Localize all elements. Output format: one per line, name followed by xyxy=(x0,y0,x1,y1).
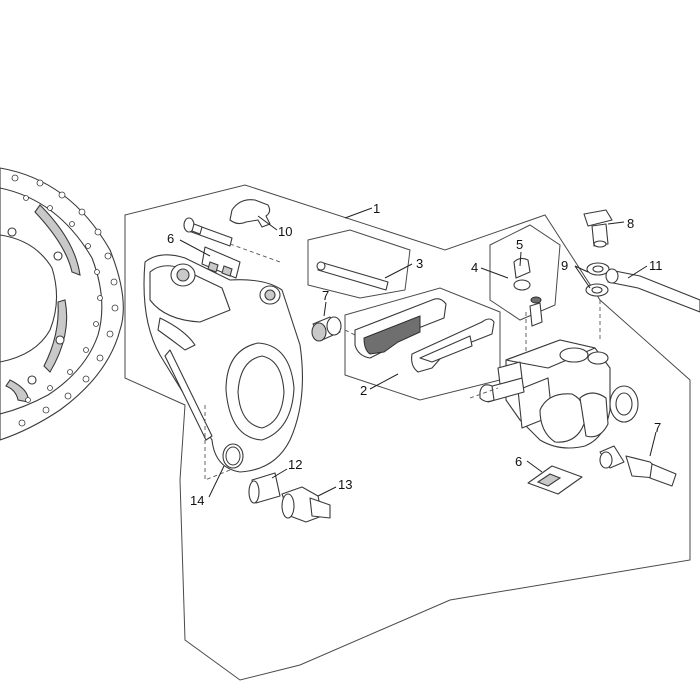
sleeve-bushing xyxy=(248,472,281,504)
anti-rattle-spring-bottom xyxy=(527,465,583,495)
pad-pin xyxy=(316,261,389,291)
banjo-bolt xyxy=(583,209,613,248)
caliper-body xyxy=(479,339,639,449)
brake-disc xyxy=(0,167,124,441)
assembly-frame xyxy=(124,184,691,681)
callout-11: 11 xyxy=(649,258,663,273)
pivot-pin xyxy=(281,486,331,523)
brake-pads xyxy=(354,298,495,373)
leader-lines xyxy=(179,207,657,498)
alignment-line-2 xyxy=(229,243,281,263)
caliper-bracket xyxy=(143,254,304,473)
callout-6-top: 6 xyxy=(167,231,174,246)
callout-9: 9 xyxy=(561,258,568,273)
anti-rattle-spring-top xyxy=(201,246,241,279)
callout-8: 8 xyxy=(627,216,634,231)
bleed-screw xyxy=(513,257,543,327)
callout-4: 4 xyxy=(471,260,478,275)
bushing-upper xyxy=(311,316,342,342)
pin-subframe xyxy=(307,229,411,299)
spring-clip xyxy=(229,199,271,228)
guide-pin xyxy=(183,217,233,247)
bushing-lower xyxy=(599,445,677,487)
brake-hose xyxy=(605,268,700,313)
callout-10: 10 xyxy=(278,224,292,239)
bleed-subframe xyxy=(489,224,561,321)
callout-12: 12 xyxy=(288,457,302,472)
callout-labels: 1 2 3 4 5 6 6 7 7 8 9 10 11 12 13 14 xyxy=(167,201,663,508)
callout-2: 2 xyxy=(360,383,367,398)
callout-7-right: 7 xyxy=(654,420,661,435)
circlip xyxy=(222,443,244,469)
callout-13: 13 xyxy=(338,477,352,492)
callout-6-bottom: 6 xyxy=(515,454,522,469)
callout-5: 5 xyxy=(516,237,523,252)
callout-14: 14 xyxy=(190,493,204,508)
callout-1: 1 xyxy=(373,201,380,216)
callout-3: 3 xyxy=(416,256,423,271)
alignment-line-3 xyxy=(344,329,356,336)
alignment-line-6 xyxy=(469,387,499,399)
washers xyxy=(585,262,610,297)
alignment-line-1 xyxy=(204,405,231,481)
callout-7-middle: 7 xyxy=(322,288,329,303)
